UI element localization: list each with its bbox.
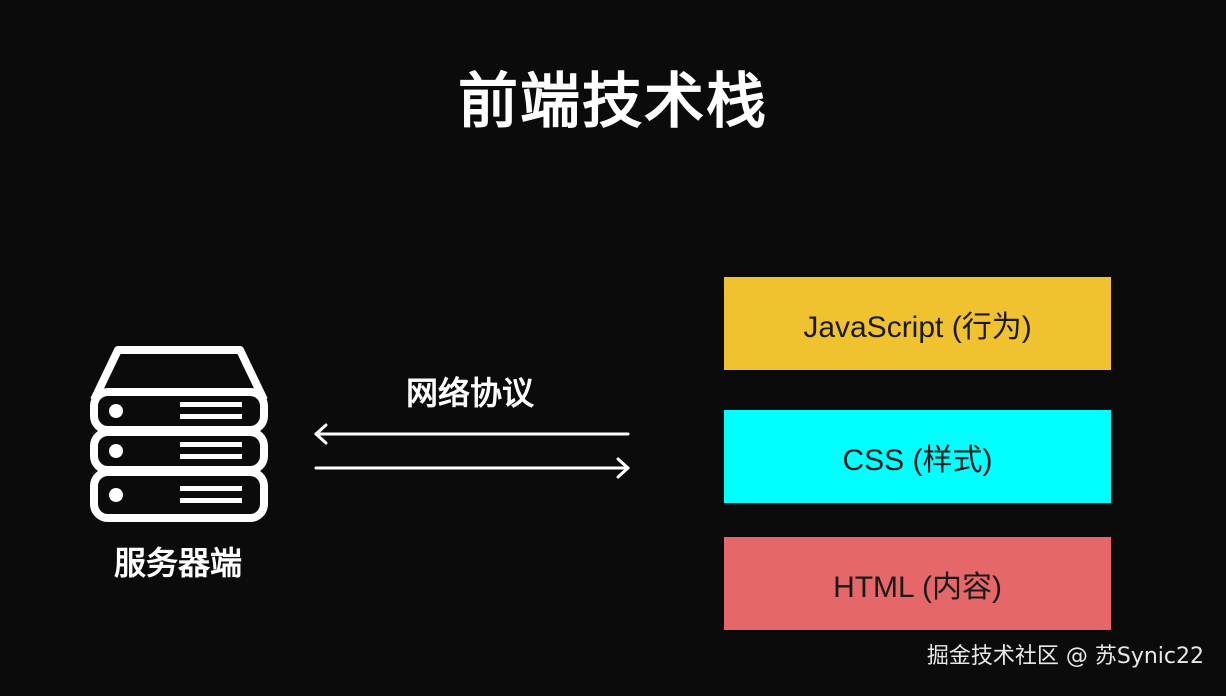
network-protocol-label: 网络协议 bbox=[405, 374, 534, 412]
layer-javascript-label: JavaScript (行为) bbox=[803, 310, 1032, 344]
layer-css-label: CSS (样式) bbox=[842, 443, 993, 477]
server-stack-icon bbox=[90, 346, 268, 522]
arrow-right-icon bbox=[314, 457, 630, 479]
protocol-arrows bbox=[314, 423, 630, 479]
diagram-title: 前端技术栈 bbox=[458, 67, 768, 137]
watermark: 掘金技术社区 @ 苏Synic22 bbox=[926, 644, 1204, 669]
layer-css: CSS (样式) bbox=[724, 410, 1111, 503]
layer-html: HTML (内容) bbox=[724, 537, 1111, 630]
layer-javascript: JavaScript (行为) bbox=[724, 277, 1111, 370]
layer-html-label: HTML (内容) bbox=[833, 570, 1002, 604]
arrow-left-icon bbox=[314, 423, 630, 445]
server-label: 服务器端 bbox=[113, 544, 242, 582]
